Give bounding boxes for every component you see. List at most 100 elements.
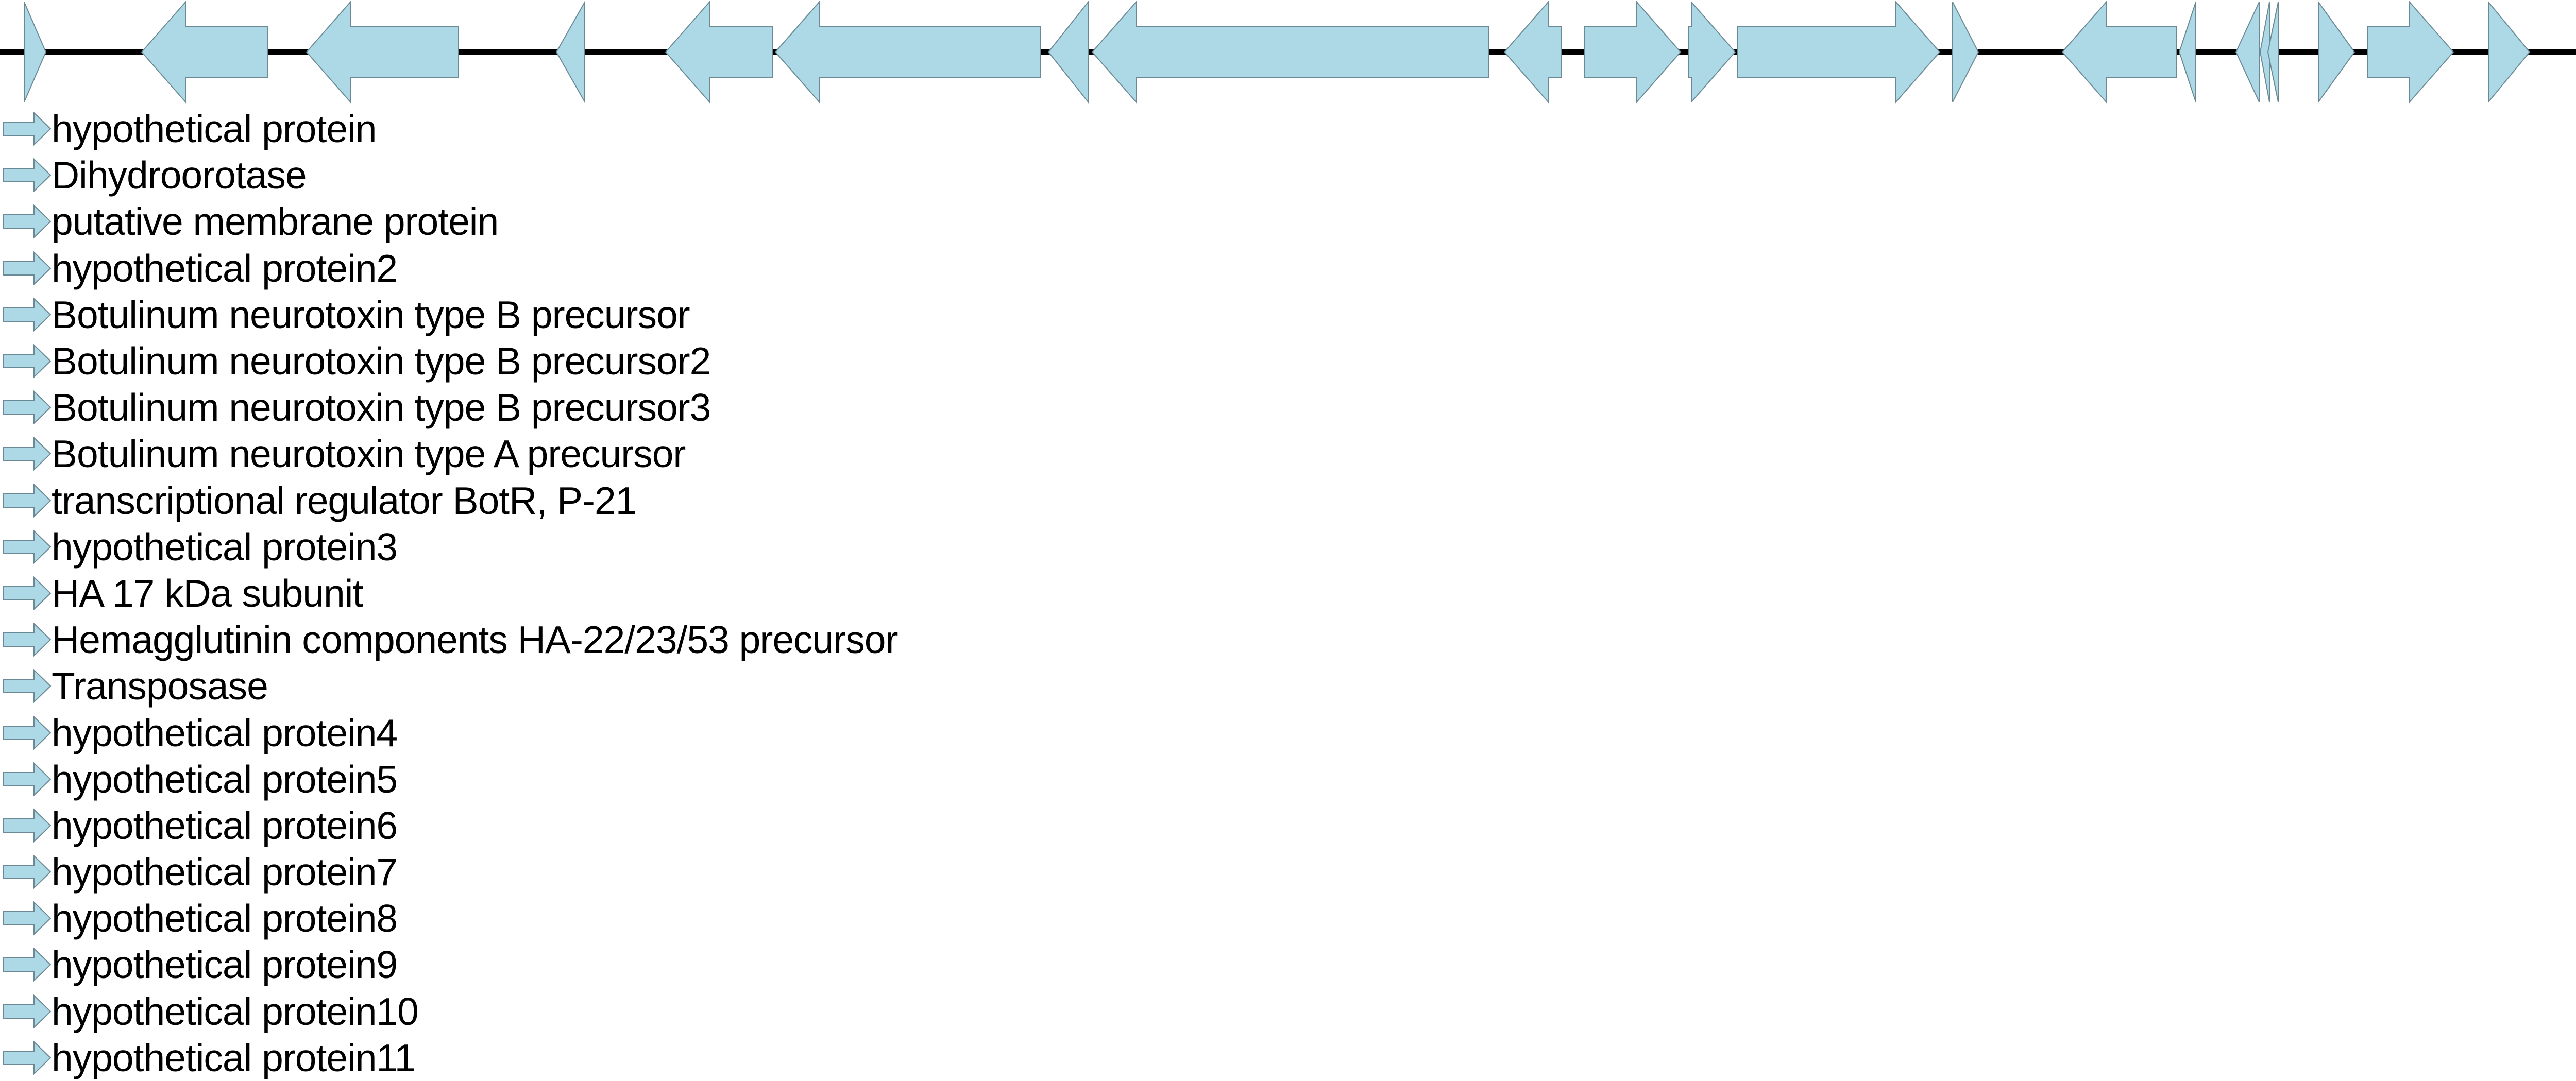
legend-label: hypothetical protein4 [52, 711, 398, 754]
legend-arrow-shape [3, 483, 52, 518]
legend-arrow-shape [3, 668, 52, 703]
legend-label: Botulinum neurotoxin type B precursor2 [52, 339, 711, 383]
legend-item: hypothetical protein4 [2, 709, 1239, 756]
legend-arrow-shape [3, 901, 52, 936]
right-arrow-gene-icon [3, 994, 52, 1029]
legend-label: hypothetical protein9 [52, 943, 398, 987]
right-arrow-gene-icon [3, 204, 52, 239]
right-arrow-gene-icon [3, 483, 52, 518]
legend-item: Botulinum neurotoxin type B precursor3 [2, 384, 1239, 431]
right-arrow-gene-icon [3, 901, 52, 936]
legend-item: hypothetical protein11 [2, 1035, 1239, 1081]
gene-arrow-20 [2367, 1, 2454, 104]
gene-arrows [24, 0, 2531, 104]
gene-arrow-5 [665, 1, 773, 104]
gene-arrow-3 [306, 1, 459, 104]
legend-arrow-shape [3, 390, 52, 425]
gene-arrow-7 [1047, 1, 1089, 104]
legend-item: hypothetical protein10 [2, 988, 1239, 1035]
right-arrow-gene-icon [3, 715, 52, 750]
legend-label: Hemagglutinin components HA-22/23/53 pre… [52, 618, 898, 662]
gene-arrow-19 [2318, 0, 2355, 104]
legend-label: putative membrane protein [52, 200, 499, 244]
legend-label: hypothetical protein10 [52, 989, 419, 1033]
legend-item: HA 17 kDa subunit [2, 570, 1239, 616]
legend-arrow-shape [3, 1040, 52, 1075]
legend-item: hypothetical protein5 [2, 756, 1239, 802]
gene-arrow-12 [1737, 1, 1941, 104]
legend-arrow-shape [3, 344, 52, 379]
gene-arrow-13 [1952, 2, 1979, 102]
gene-arrow-14 [2061, 1, 2177, 104]
legend-arrow-shape [3, 204, 52, 239]
right-arrow-gene-icon [3, 622, 52, 657]
legend-label: hypothetical protein11 [52, 1036, 416, 1079]
gene-arrow-16 [2235, 2, 2260, 102]
gene-arrow-18 [2267, 2, 2279, 102]
legend-item: putative membrane protein [2, 198, 1239, 245]
gene-arrow-8 [1091, 1, 1489, 104]
legend-label: Transposase [52, 664, 268, 708]
right-arrow-gene-icon [3, 111, 52, 146]
legend-item: hypothetical protein8 [2, 895, 1239, 941]
right-arrow-gene-icon [3, 854, 52, 889]
gene-arrow-21 [2488, 1, 2531, 104]
legend-label: hypothetical protein [52, 107, 377, 151]
gene-arrow-2 [141, 1, 268, 104]
right-arrow-gene-icon [3, 762, 52, 797]
legend-arrow-shape [3, 111, 52, 146]
gene-arrow-1 [24, 2, 47, 102]
legend-label: Botulinum neurotoxin type B precursor3 [52, 386, 711, 430]
legend-label: HA 17 kDa subunit [52, 571, 363, 615]
legend-item: Hemagglutinin components HA-22/23/53 pre… [2, 616, 1239, 663]
legend-arrow-shape [3, 529, 52, 564]
legend-label: hypothetical protein7 [52, 850, 398, 894]
right-arrow-gene-icon [3, 251, 52, 286]
legend-item: Transposase [2, 663, 1239, 709]
legend-item: hypothetical protein9 [2, 941, 1239, 988]
legend-item: transcriptional regulator BotR, P-21 [2, 477, 1239, 524]
legend-item: hypothetical protein3 [2, 524, 1239, 570]
legend-item: Botulinum neurotoxin type B precursor2 [2, 338, 1239, 384]
gene-map-track [0, 0, 2576, 104]
legend-label: Dihydroorotase [52, 153, 307, 197]
gene-arrow-6 [774, 1, 1041, 104]
right-arrow-gene-icon [3, 576, 52, 611]
gene-arrow-4 [555, 0, 585, 104]
legend-label: hypothetical protein8 [52, 897, 398, 940]
legend-arrow-shape [3, 576, 52, 611]
right-arrow-gene-icon [3, 1040, 52, 1075]
legend-item: hypothetical protein2 [2, 245, 1239, 291]
legend-item: hypothetical protein7 [2, 849, 1239, 895]
legend-arrow-shape [3, 622, 52, 657]
legend-arrow-shape [3, 158, 52, 193]
legend-item: Dihydroorotase [2, 152, 1239, 198]
legend-item: hypothetical protein [2, 106, 1239, 152]
right-arrow-gene-icon [3, 437, 52, 471]
legend-arrow-shape [3, 948, 52, 982]
legend-label: Botulinum neurotoxin type A precursor [52, 432, 686, 476]
gene-arrow-11 [1688, 1, 1736, 104]
legend-arrow-shape [3, 715, 52, 750]
legend-label: Botulinum neurotoxin type B precursor [52, 293, 690, 336]
legend-label: hypothetical protein6 [52, 803, 398, 847]
legend-arrow-shape [3, 994, 52, 1029]
gene-arrow-9 [1503, 1, 1562, 104]
legend-item: hypothetical protein6 [2, 802, 1239, 849]
right-arrow-gene-icon [3, 390, 52, 425]
legend-item: Botulinum neurotoxin type A precursor [2, 431, 1239, 477]
legend-label: hypothetical protein5 [52, 757, 398, 801]
right-arrow-gene-icon [3, 344, 52, 379]
legend-arrow-shape [3, 808, 52, 843]
gene-arrow-10 [1584, 1, 1682, 104]
right-arrow-gene-icon [3, 529, 52, 564]
legend-arrow-shape [3, 762, 52, 797]
legend-item: Botulinum neurotoxin type B precursor [2, 291, 1239, 338]
legend-arrow-shape [3, 251, 52, 286]
right-arrow-gene-icon [3, 158, 52, 193]
gene-arrow-15 [2178, 2, 2196, 102]
legend-arrow-shape [3, 854, 52, 889]
right-arrow-gene-icon [3, 297, 52, 332]
right-arrow-gene-icon [3, 668, 52, 703]
